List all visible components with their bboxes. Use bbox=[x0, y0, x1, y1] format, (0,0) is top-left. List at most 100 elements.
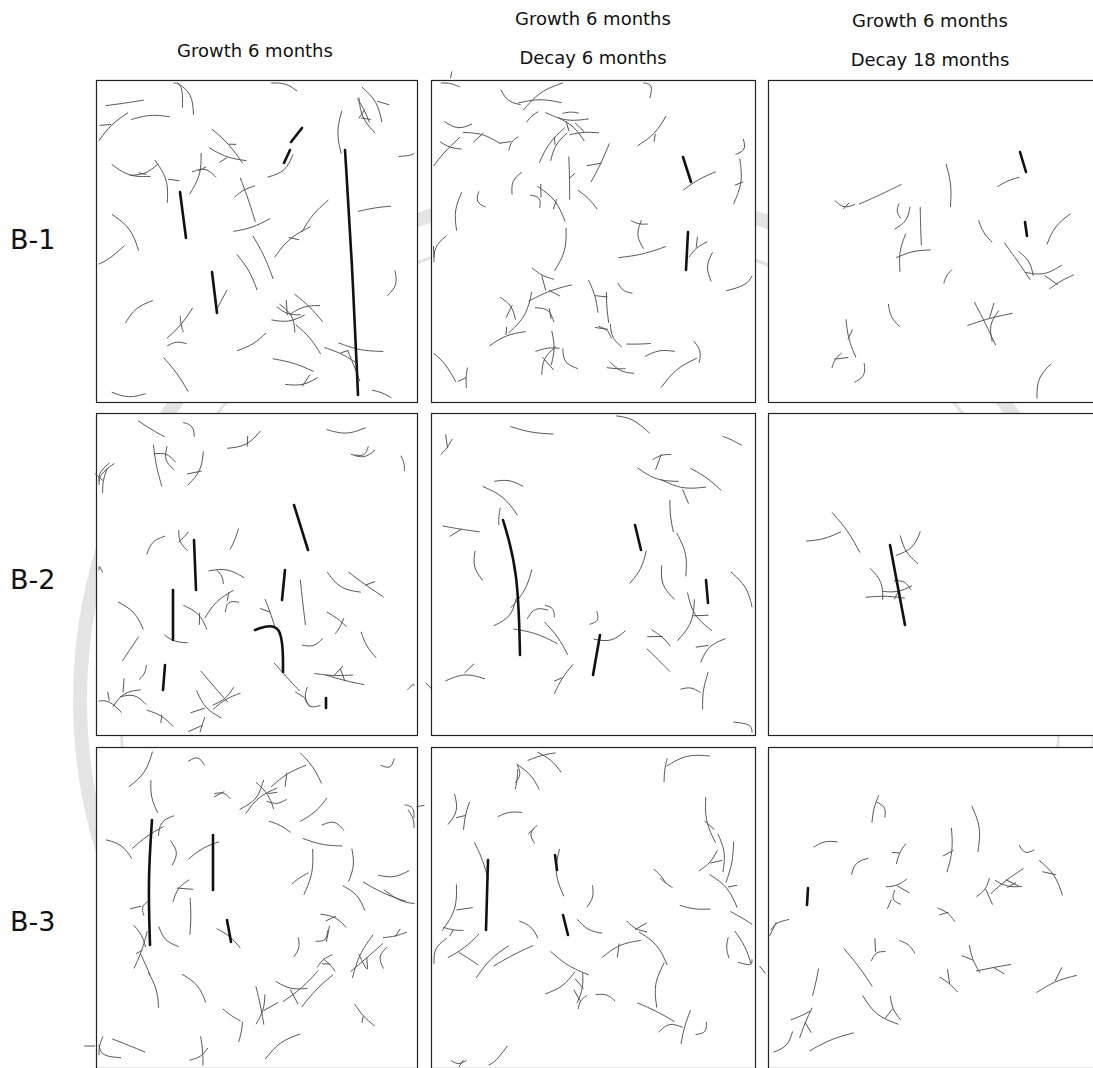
fine-root-trace bbox=[237, 255, 257, 290]
fine-root-trace bbox=[191, 708, 204, 712]
fine-root-trace bbox=[506, 305, 512, 317]
fine-root-trace bbox=[192, 169, 216, 177]
fine-root-trace bbox=[303, 839, 342, 846]
fine-root-trace bbox=[509, 292, 532, 333]
coarse-root-trace bbox=[149, 820, 152, 945]
fine-root-trace bbox=[343, 886, 365, 910]
fine-root-trace bbox=[209, 148, 246, 161]
fine-root-trace bbox=[349, 572, 384, 596]
fine-root-trace bbox=[723, 436, 741, 445]
fine-root-trace bbox=[711, 860, 722, 863]
coarse-root-trace bbox=[212, 835, 215, 890]
fine-root-trace bbox=[699, 851, 717, 871]
fine-root-trace bbox=[900, 536, 917, 564]
fine-root-trace bbox=[563, 112, 578, 113]
fine-root-trace bbox=[529, 829, 534, 833]
fine-root-trace bbox=[446, 675, 485, 681]
fine-root-trace bbox=[618, 283, 632, 293]
fine-root-trace bbox=[182, 974, 205, 1002]
fine-root-trace bbox=[895, 207, 910, 229]
fine-root-trace bbox=[168, 179, 179, 180]
fine-root-trace bbox=[846, 320, 856, 357]
fine-root-trace bbox=[477, 192, 485, 207]
fine-root-trace bbox=[962, 956, 972, 960]
fine-root-trace bbox=[653, 454, 671, 459]
fine-root-trace bbox=[810, 1033, 854, 1051]
coarse-root-trace bbox=[172, 590, 175, 640]
coarse-root-trace bbox=[486, 860, 488, 930]
fine-root-trace bbox=[388, 271, 396, 295]
fine-root-trace bbox=[147, 536, 165, 554]
fine-root-trace bbox=[456, 816, 465, 818]
fine-root-trace bbox=[1019, 252, 1033, 276]
fine-root-trace bbox=[805, 1022, 811, 1032]
fine-root-trace bbox=[527, 112, 538, 122]
coarse-root-trace bbox=[227, 920, 231, 942]
fine-root-trace bbox=[596, 994, 615, 1000]
fine-root-trace bbox=[993, 967, 1004, 973]
coarse-root-trace bbox=[180, 192, 186, 238]
fine-root-trace bbox=[264, 1003, 278, 1011]
fine-root-trace bbox=[886, 879, 906, 886]
fine-root-trace bbox=[450, 930, 453, 936]
fine-root-trace bbox=[556, 849, 563, 896]
fine-root-trace bbox=[223, 1009, 240, 1021]
fine-root-trace bbox=[511, 427, 553, 434]
fine-root-trace bbox=[292, 873, 308, 884]
fine-root-trace bbox=[545, 605, 554, 617]
fine-root-trace bbox=[738, 960, 752, 965]
fine-root-trace bbox=[659, 1024, 682, 1032]
fine-root-trace bbox=[209, 569, 244, 577]
fine-root-trace bbox=[656, 455, 661, 470]
fine-root-trace bbox=[848, 330, 852, 339]
coarse-root-trace bbox=[163, 665, 165, 690]
fine-root-trace bbox=[302, 639, 322, 646]
coarse-root-trace bbox=[194, 540, 196, 590]
coarse-root-trace bbox=[1020, 152, 1026, 172]
fine-root-trace bbox=[327, 612, 346, 626]
fine-root-trace bbox=[118, 602, 143, 629]
fine-root-trace bbox=[718, 834, 724, 872]
fine-root-trace bbox=[760, 966, 765, 973]
fine-root-trace bbox=[459, 1060, 463, 1066]
fine-root-trace bbox=[362, 87, 382, 121]
fine-root-trace bbox=[662, 480, 706, 488]
fine-root-trace bbox=[126, 301, 153, 323]
fine-root-trace bbox=[474, 551, 482, 580]
column-header: Growth 6 months Decay 6 months bbox=[508, 0, 678, 77]
fine-root-trace bbox=[490, 332, 526, 346]
fine-root-trace bbox=[494, 946, 533, 966]
fine-root-trace bbox=[303, 375, 310, 386]
column-header: Growth 6 months Decay 18 months bbox=[845, 1, 1015, 79]
fine-root-trace bbox=[99, 113, 128, 141]
fine-root-trace bbox=[495, 480, 523, 486]
fine-root-trace bbox=[205, 590, 233, 617]
tracing-panel bbox=[769, 414, 1093, 736]
fine-root-trace bbox=[229, 144, 235, 145]
fine-root-trace bbox=[274, 663, 299, 690]
fine-root-trace bbox=[644, 83, 652, 98]
fine-root-trace bbox=[587, 886, 593, 907]
fine-root-trace bbox=[845, 949, 872, 986]
fine-root-trace bbox=[509, 137, 518, 150]
fine-root-trace bbox=[450, 529, 461, 536]
fine-root-trace bbox=[726, 842, 734, 882]
fine-root-trace bbox=[516, 765, 520, 782]
fine-root-trace bbox=[230, 529, 238, 549]
fine-root-trace bbox=[800, 1008, 812, 1037]
fine-root-trace bbox=[399, 153, 414, 156]
fine-root-trace bbox=[355, 1005, 374, 1026]
fine-root-trace bbox=[660, 878, 672, 887]
fine-root-trace bbox=[151, 781, 158, 813]
fine-root-trace bbox=[246, 788, 277, 813]
coarse-root-trace bbox=[686, 232, 688, 270]
fine-root-trace bbox=[990, 303, 994, 318]
fine-root-trace bbox=[735, 931, 751, 963]
fine-root-trace bbox=[727, 938, 729, 958]
fine-root-trace bbox=[326, 926, 329, 941]
fine-root-trace bbox=[617, 416, 650, 433]
fine-root-trace bbox=[99, 1045, 121, 1058]
fine-root-trace bbox=[184, 422, 195, 436]
fine-root-trace bbox=[647, 649, 670, 671]
